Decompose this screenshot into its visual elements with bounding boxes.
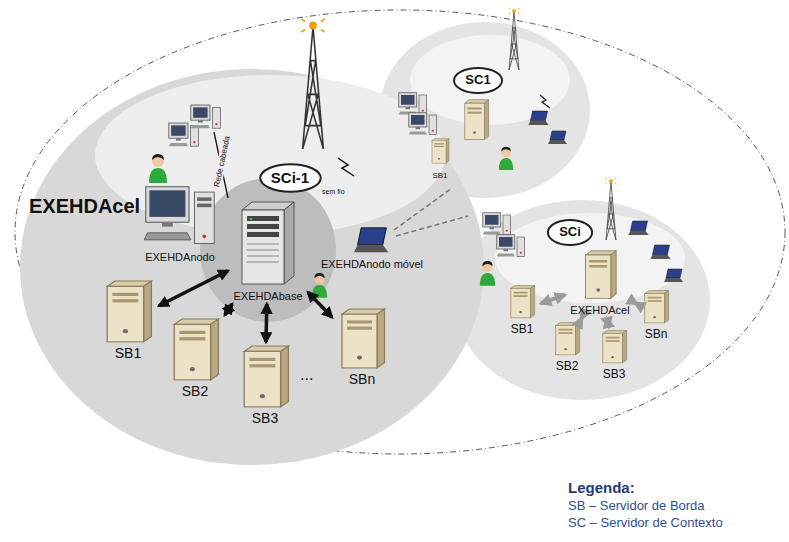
server-icon — [553, 322, 581, 356]
node-label: SBn — [349, 371, 375, 387]
server-icon — [582, 250, 618, 300]
node-label: EXEHDAbase — [233, 290, 302, 303]
legend-text: SC – Servidor de Contexto — [568, 515, 723, 530]
connector-arrow — [264, 304, 268, 342]
right-cell-region — [454, 200, 710, 400]
ellipsis: ... — [300, 366, 313, 384]
server-icon — [239, 345, 291, 409]
mobile-node: EXEHDAnodo móvel — [319, 226, 426, 269]
context-server: SC1 — [453, 67, 503, 94]
server-icon — [600, 330, 628, 364]
node-label: EXEHDAcel — [29, 195, 140, 218]
node-label: EXEHDAnodo móvel — [321, 258, 423, 271]
connector-arrow — [225, 304, 232, 315]
node-label: SB1 — [115, 345, 141, 361]
context-label: SCi — [559, 225, 581, 240]
server-icon — [102, 280, 154, 344]
server-icon — [169, 318, 221, 382]
node-label: SB1 — [511, 323, 534, 337]
server-icon — [508, 285, 536, 319]
connector-arrow — [607, 318, 609, 327]
edge-server: SBn — [640, 290, 672, 340]
edge-server: SB1 — [100, 280, 156, 363]
node-label: SB3 — [252, 410, 278, 426]
edge-server: SB3 — [598, 330, 630, 380]
edge-server: SB3 — [237, 345, 293, 428]
node-label: SB2 — [182, 383, 208, 399]
context-server: SCi — [547, 219, 593, 246]
edge-server: SB2 — [551, 322, 583, 372]
edge-server: SBn — [335, 308, 389, 389]
wireless-label: sem fio — [322, 188, 345, 196]
wired-node: EXEHDAnodo — [142, 185, 218, 262]
server-icon — [430, 138, 450, 164]
top-cell-inner — [410, 35, 570, 125]
workstation-icon — [144, 185, 216, 247]
node-label: SB1 — [432, 171, 447, 180]
node-label: EXEHDAnodo — [145, 251, 215, 264]
laptop-icon — [354, 226, 390, 254]
node-label: SBn — [645, 328, 668, 342]
legend-text: SB – Servidor de Borda — [568, 498, 705, 513]
edge-server: SB1 — [428, 138, 452, 176]
connector-arrow — [579, 318, 584, 319]
base-server-icon — [238, 200, 298, 286]
legend-title: Legenda: — [568, 479, 635, 496]
edge-server: SB1 — [506, 285, 538, 335]
server-icon — [337, 308, 387, 370]
edge-server: SB2 — [167, 318, 223, 401]
node-label: EXEHDAcel — [570, 304, 629, 317]
connector-arrow — [308, 292, 332, 317]
context-label: SC1 — [465, 73, 490, 88]
context-server: SCi-1 — [259, 163, 322, 193]
server-icon — [642, 290, 670, 324]
node-label: SB3 — [603, 368, 626, 382]
cell-server: EXEHDAcel — [568, 250, 632, 315]
legend-entry: SC – Servidor de Contexto — [568, 516, 723, 531]
legend-entry: SB – Servidor de Borda — [568, 499, 705, 514]
connector-arrow — [159, 271, 228, 306]
connector-arrow — [635, 303, 637, 304]
node-label: SB2 — [556, 360, 579, 374]
context-label: SCi-1 — [271, 169, 309, 186]
connector-arrow — [541, 295, 565, 303]
base-server: EXEHDAbase — [231, 200, 305, 301]
